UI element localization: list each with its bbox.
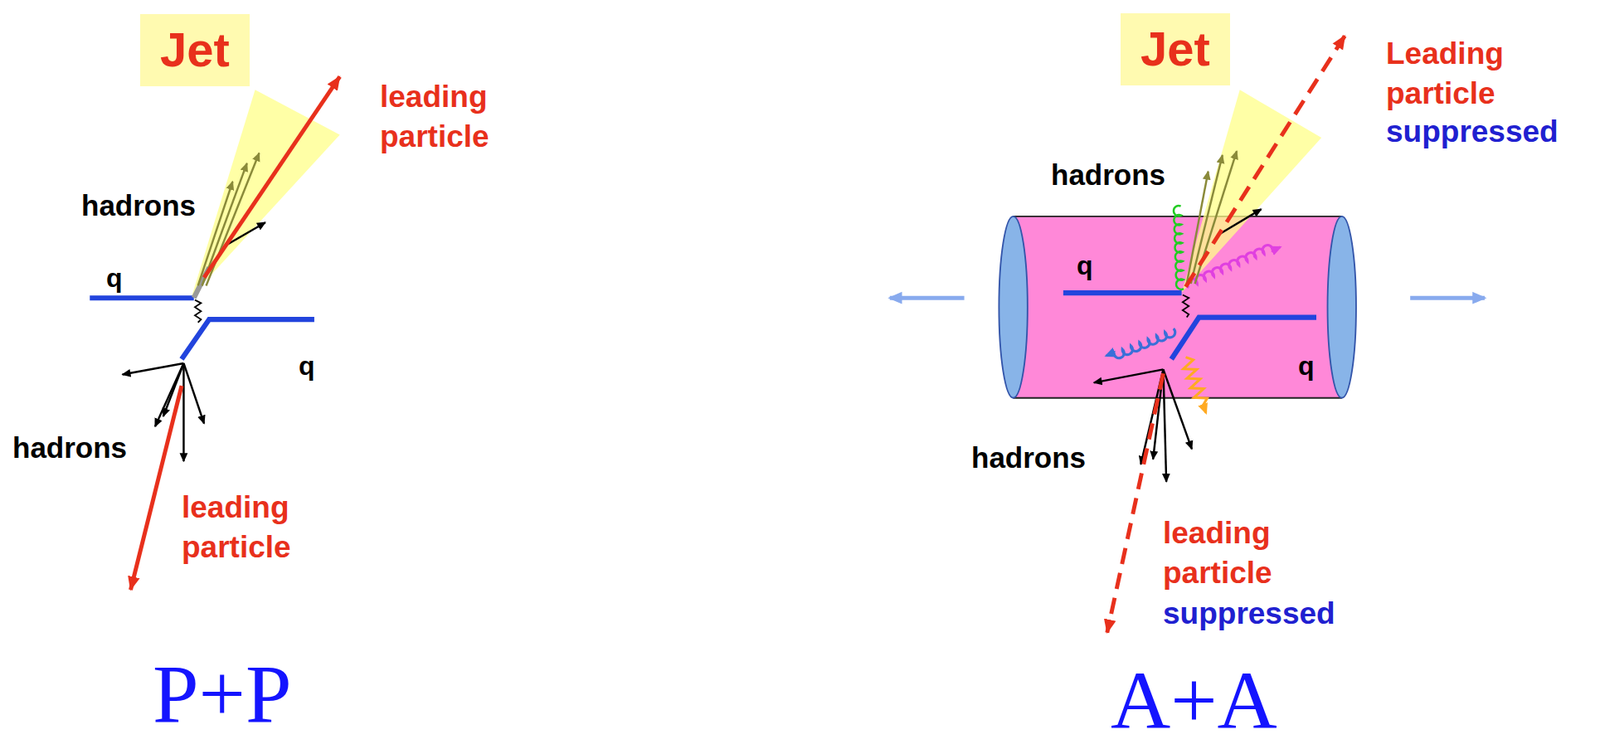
collision-title: A+A [1110, 659, 1278, 743]
jet-tag: Jet [140, 14, 250, 87]
annotation-label: hadrons [81, 186, 196, 225]
quark-line [89, 295, 194, 301]
annotation-label: suppressed [1162, 593, 1336, 634]
annotation-label: leading particle [1162, 513, 1346, 594]
exchange-wave [194, 300, 201, 323]
collision-title: P+P [152, 652, 292, 736]
annotation-label: q [106, 261, 123, 297]
annotation-label: leading particle [379, 77, 563, 157]
annotation-label: Leading particle [1386, 34, 1569, 114]
gluon [1180, 355, 1212, 415]
annotation-label: q [298, 349, 316, 385]
beam-arrow [1410, 296, 1485, 301]
jet-tag: Jet [1120, 13, 1231, 86]
hadron-arrow [1191, 155, 1223, 284]
cylinder-edge [1013, 397, 1343, 399]
annotation-label: hadrons [1050, 155, 1166, 195]
gluon [1106, 328, 1177, 363]
cylinder-cap [998, 216, 1027, 399]
quark-line [181, 319, 315, 360]
hadron-arrow [1162, 369, 1167, 482]
annotation-label: q [1298, 349, 1315, 385]
hadron-arrow [183, 363, 205, 424]
annotation-label: q [1076, 248, 1094, 284]
quark-line [1063, 290, 1182, 296]
annotation-label: hadrons [971, 438, 1086, 477]
leading-particle-arrow [130, 385, 182, 590]
hadron-arrow [182, 363, 185, 462]
hadron-arrow [1218, 209, 1262, 235]
cylinder-cap [1327, 216, 1357, 399]
beam-arrow [889, 296, 965, 301]
suppressed-leading-arrow [1107, 373, 1164, 633]
hadron-arrow [1094, 369, 1164, 383]
annotation-label: leading particle [181, 487, 365, 568]
hadron-arrow [122, 363, 185, 375]
annotation-label: suppressed [1386, 111, 1559, 152]
quark-line [1171, 317, 1317, 360]
annotation-label: hadrons [12, 428, 127, 467]
jet-label: Jet [1140, 21, 1211, 78]
gluon [1173, 205, 1184, 290]
exchange-wave [1182, 295, 1189, 318]
hadron-arrow [1162, 369, 1192, 449]
leading-particle-arrow [204, 76, 341, 278]
jet-label: Jet [160, 22, 230, 78]
